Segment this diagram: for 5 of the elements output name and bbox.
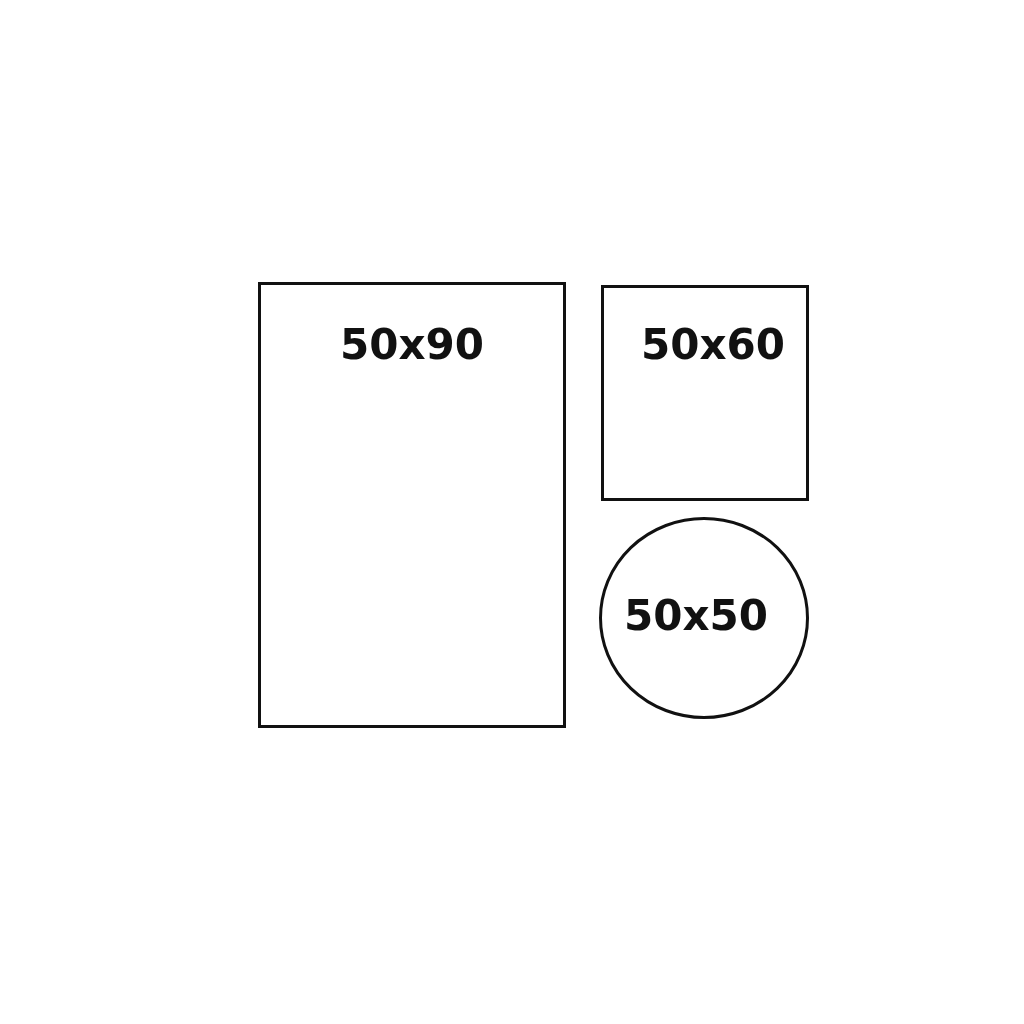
- size-label: 50x50: [624, 595, 768, 637]
- size-label: 50x60: [641, 324, 785, 366]
- rectangle-box: [601, 285, 809, 501]
- rectangle-box: [258, 282, 566, 728]
- size-label: 50x90: [340, 324, 484, 366]
